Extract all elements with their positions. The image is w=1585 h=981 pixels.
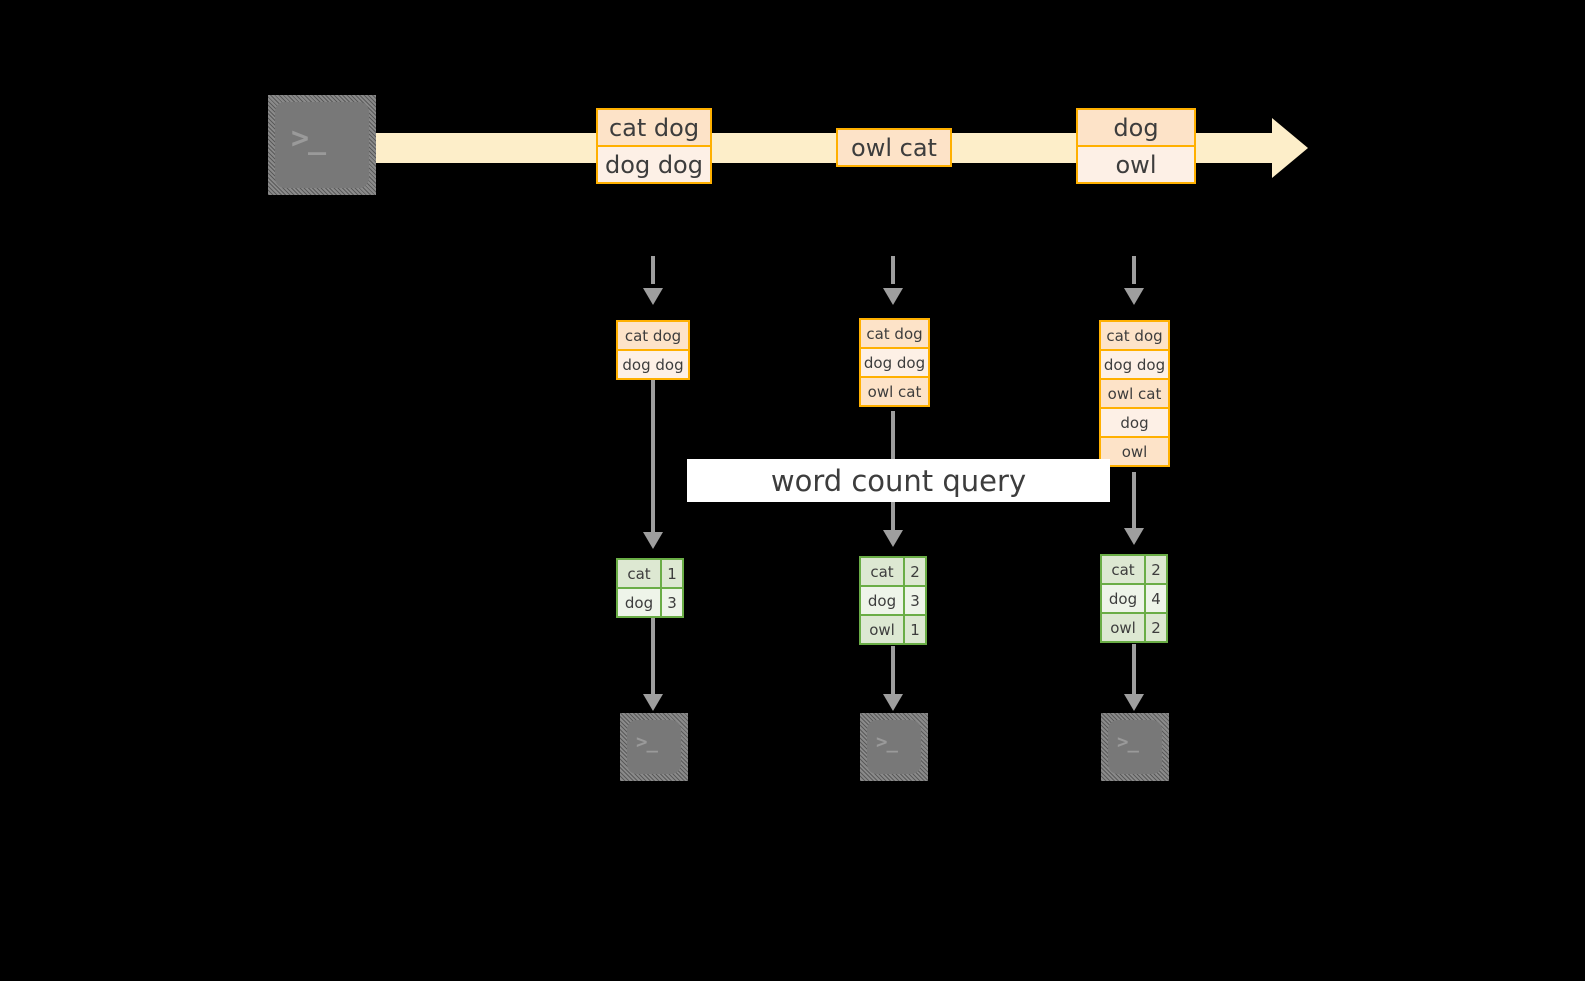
consumer-terminal-icon-1[interactable]: >_ xyxy=(620,713,688,781)
query-arrow-head-1 xyxy=(643,532,663,549)
word-count-query-label-text: word count query xyxy=(770,463,1027,498)
query-arrow-line-1 xyxy=(651,380,655,532)
output-arrow-line-1 xyxy=(651,618,655,694)
snapshot-line: dog dog xyxy=(616,349,690,380)
snapshot-2[interactable]: cat dog dog dog owl cat xyxy=(859,318,930,407)
consumer-terminal-icon-3[interactable]: >_ xyxy=(1101,713,1169,781)
result-word: dog xyxy=(859,585,905,616)
result-table-2[interactable]: cat 2 dog 3 owl 1 xyxy=(859,556,927,645)
output-arrow-head-2 xyxy=(883,694,903,711)
output-arrow-line-2 xyxy=(891,646,895,694)
stream-event-2[interactable]: owl cat xyxy=(836,128,952,167)
result-word: cat xyxy=(1100,554,1146,585)
stream-timeline-arrowhead xyxy=(1272,118,1308,178)
terminal-screen: >_ xyxy=(867,720,921,774)
result-count: 3 xyxy=(903,585,927,616)
terminal-prompt-glyph: >_ xyxy=(636,731,658,753)
ingest-arrow-dash xyxy=(1132,256,1136,284)
snapshot-3[interactable]: cat dog dog dog owl cat dog owl xyxy=(1099,320,1170,467)
result-word: cat xyxy=(859,556,905,587)
snapshot-line: owl cat xyxy=(859,376,930,407)
snapshot-line: dog dog xyxy=(859,347,930,378)
terminal-screen: >_ xyxy=(1108,720,1162,774)
stream-event-line: owl cat xyxy=(836,128,952,167)
consumer-terminal-icon-2[interactable]: >_ xyxy=(860,713,928,781)
result-word: owl xyxy=(859,614,905,645)
query-arrow-head-3 xyxy=(1124,528,1144,545)
result-table-3[interactable]: cat 2 dog 4 owl 2 xyxy=(1100,554,1168,643)
result-count: 2 xyxy=(1144,612,1168,643)
snapshot-line: dog dog xyxy=(1099,349,1170,380)
stream-event-line: dog xyxy=(1076,108,1196,147)
result-count: 1 xyxy=(660,558,684,589)
stream-event-line: dog dog xyxy=(596,145,712,184)
snapshot-1[interactable]: cat dog dog dog xyxy=(616,320,690,380)
result-count: 3 xyxy=(660,587,684,618)
stream-event-line: cat dog xyxy=(596,108,712,147)
query-arrow-head-2 xyxy=(883,530,903,547)
result-word: dog xyxy=(616,587,662,618)
table-row: cat 2 xyxy=(859,556,927,587)
result-count: 2 xyxy=(903,556,927,587)
result-count: 1 xyxy=(903,614,927,645)
result-count: 2 xyxy=(1144,554,1168,585)
stream-event-3[interactable]: dog owl xyxy=(1076,108,1196,184)
result-table-1[interactable]: cat 1 dog 3 xyxy=(616,558,684,618)
terminal-screen: >_ xyxy=(275,102,369,188)
ingest-arrow-dash xyxy=(651,256,655,284)
producer-terminal-icon[interactable]: >_ xyxy=(268,95,376,195)
stream-event-1[interactable]: cat dog dog dog xyxy=(596,108,712,184)
output-arrow-head-3 xyxy=(1124,694,1144,711)
table-row: dog 3 xyxy=(616,587,684,618)
table-row: cat 2 xyxy=(1100,554,1168,585)
ingest-arrow-head xyxy=(1124,288,1144,305)
ingest-arrow-head xyxy=(883,288,903,305)
output-arrow-line-3 xyxy=(1132,644,1136,694)
stream-event-line: owl xyxy=(1076,145,1196,184)
snapshot-line: cat dog xyxy=(859,318,930,349)
result-word: dog xyxy=(1100,583,1146,614)
ingest-arrow-dash xyxy=(891,256,895,284)
snapshot-line: cat dog xyxy=(1099,320,1170,351)
snapshot-line: owl cat xyxy=(1099,378,1170,409)
snapshot-line: dog xyxy=(1099,407,1170,438)
result-count: 4 xyxy=(1144,583,1168,614)
query-arrow-line-3 xyxy=(1132,472,1136,528)
table-row: dog 4 xyxy=(1100,583,1168,614)
table-row: cat 1 xyxy=(616,558,684,589)
table-row: dog 3 xyxy=(859,585,927,616)
terminal-prompt-glyph: >_ xyxy=(291,121,326,156)
terminal-prompt-glyph: >_ xyxy=(1117,731,1139,753)
snapshot-line: owl xyxy=(1099,436,1170,467)
output-arrow-head-1 xyxy=(643,694,663,711)
terminal-screen: >_ xyxy=(627,720,681,774)
table-row: owl 1 xyxy=(859,614,927,645)
terminal-prompt-glyph: >_ xyxy=(876,731,898,753)
snapshot-line: cat dog xyxy=(616,320,690,351)
word-count-query-label: word count query xyxy=(687,459,1110,502)
result-word: cat xyxy=(616,558,662,589)
ingest-arrow-head xyxy=(643,288,663,305)
table-row: owl 2 xyxy=(1100,612,1168,643)
result-word: owl xyxy=(1100,612,1146,643)
